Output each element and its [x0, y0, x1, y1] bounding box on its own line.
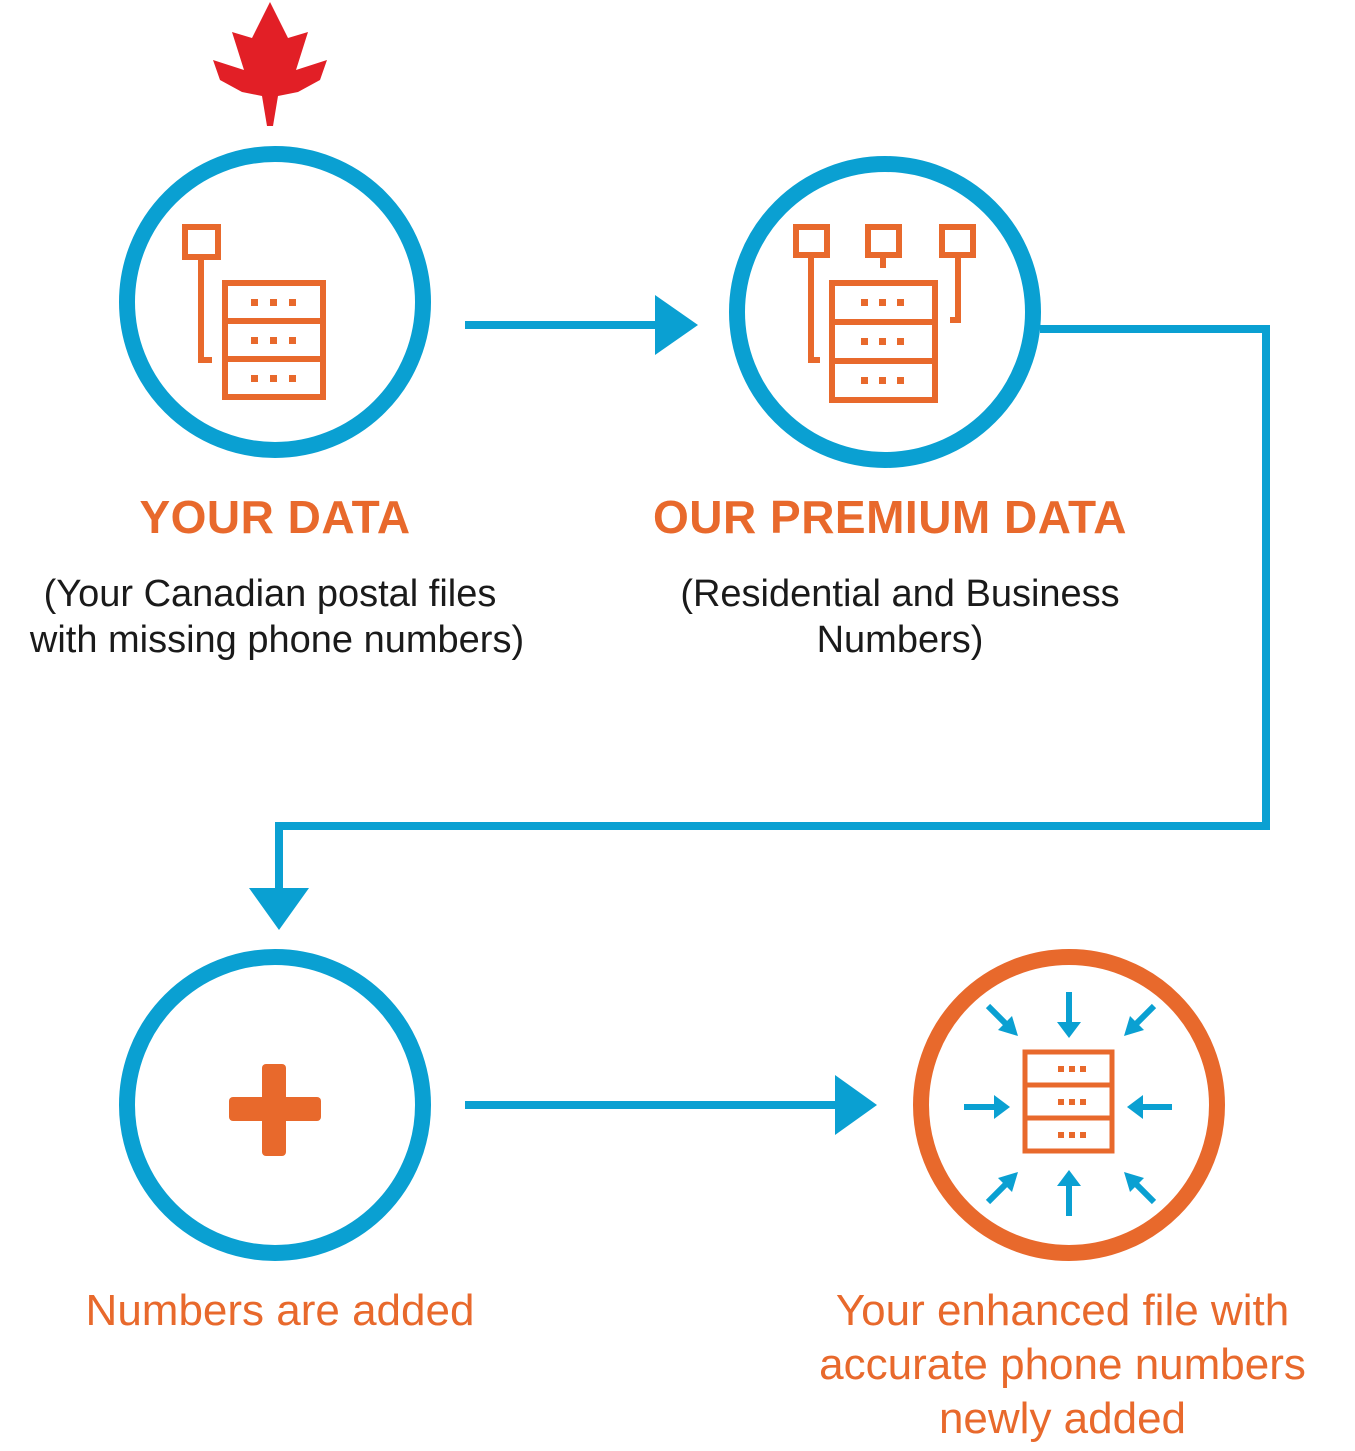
server-three-nodes-icon [793, 224, 976, 403]
plus-icon [229, 1064, 321, 1156]
enhanced-server-icon [1022, 1049, 1115, 1154]
server-node-icon [182, 224, 326, 400]
premium-server-dots [861, 299, 904, 384]
enhanced-file-circle [913, 949, 1225, 1261]
numbers-added-caption: Numbers are added [85, 1286, 475, 1335]
maple-leaf-icon [213, 2, 327, 126]
your-data-circle [119, 146, 431, 458]
your-data-subtitle-line2: with missing phone numbers) [29, 619, 525, 661]
enhanced-caption-line1: Your enhanced file with [835, 1286, 1290, 1335]
premium-data-subtitle-line2: Numbers) [816, 619, 984, 661]
enhanced-server-dots [1058, 1066, 1086, 1138]
converging-arrows-icon [964, 992, 1172, 1216]
server-dots [251, 299, 296, 382]
your-data-title: YOUR DATA [139, 491, 411, 543]
your-data-subtitle-line1: (Your Canadian postal files [43, 573, 497, 615]
enhanced-caption-line2: accurate phone numbers [819, 1340, 1306, 1389]
enhanced-caption-line3: newly added [938, 1394, 1187, 1443]
numbers-added-circle [119, 949, 431, 1261]
premium-data-circle [729, 156, 1041, 468]
arrow-to-enhanced [465, 1075, 877, 1135]
premium-data-title: OUR PREMIUM DATA [653, 491, 1127, 543]
arrow-to-premium [465, 295, 698, 355]
premium-data-subtitle-line1: (Residential and Business [680, 573, 1120, 615]
connector-to-added [249, 325, 1270, 930]
